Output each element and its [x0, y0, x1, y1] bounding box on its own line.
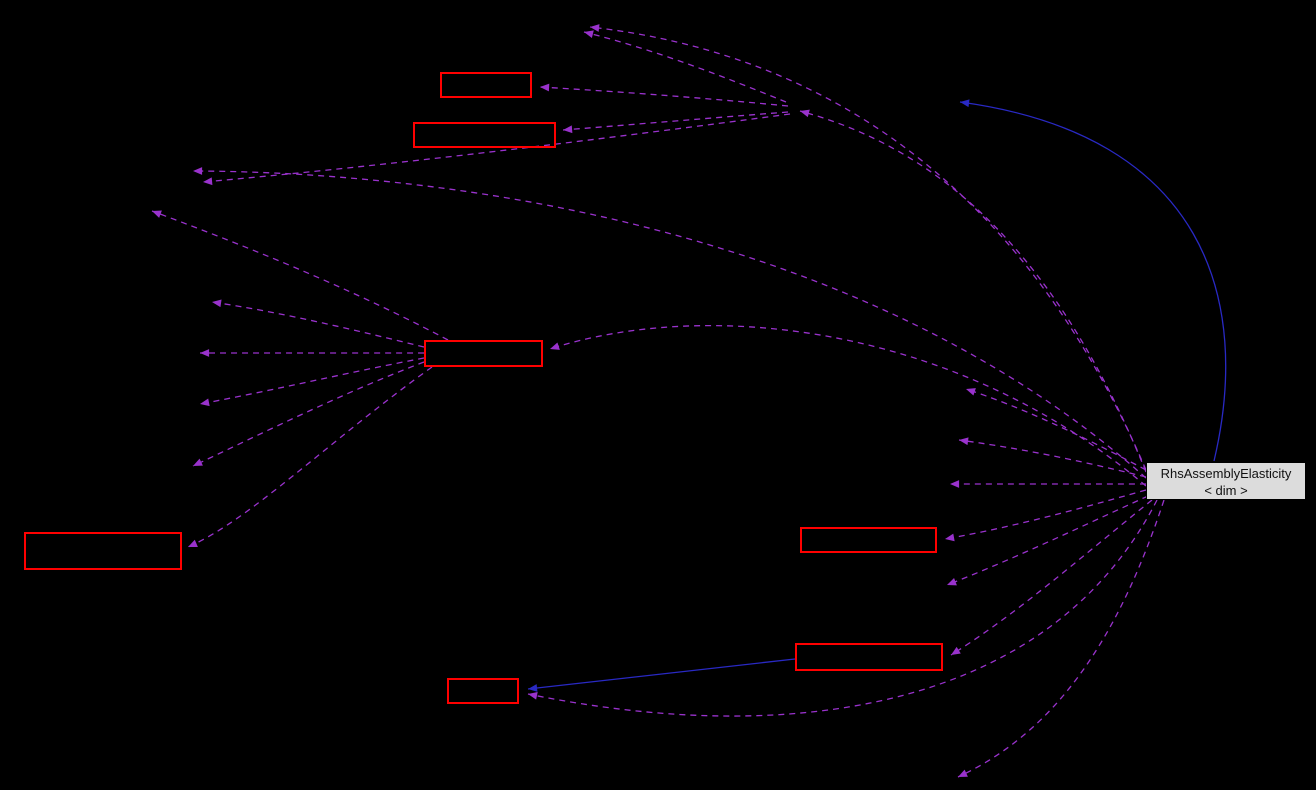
- usage-edge-node3-left4: [192, 361, 425, 467]
- usage-edge-node3-to-node4: [187, 366, 433, 548]
- class-node-5[interactable]: [800, 527, 937, 553]
- class-node-7[interactable]: [447, 678, 519, 704]
- usage-edge-main-fan1: [965, 388, 1147, 471]
- class-node-1[interactable]: [440, 72, 532, 98]
- usage-edge-node3-left3: [199, 357, 425, 407]
- usage-edge-node3-left1: [211, 299, 425, 348]
- usage-edge-main-bottom: [957, 499, 1165, 778]
- usage-edge-main-to-node5: [944, 489, 1147, 542]
- class-node-4[interactable]: [24, 532, 182, 570]
- usage-edge-main-to-node3: [549, 324, 1147, 487]
- usage-edge-main-to-node6: [950, 499, 1153, 656]
- inheritance-edge-main-to-base: [959, 99, 1227, 462]
- usage-edge-hiddennode-to-top: [583, 30, 787, 103]
- usage-edge-main-to-node7: [527, 499, 1158, 717]
- class-node-6[interactable]: [795, 643, 943, 671]
- usage-edge-main-to-top: [589, 24, 1147, 471]
- inheritance-edge-node6-to-node7: [527, 658, 796, 692]
- usage-edge-main-to-left-b: [192, 167, 1147, 479]
- usage-edge-node3-upleft: [151, 210, 449, 341]
- usage-edge-hiddennode-to-left-a: [202, 113, 791, 186]
- usage-edge-hiddennode-to-node2: [562, 111, 789, 134]
- main-class-name: RhsAssemblyElasticity: [1160, 466, 1292, 481]
- class-node-2[interactable]: [413, 122, 556, 148]
- main-class-node: RhsAssemblyElasticity < dim >: [1146, 462, 1306, 500]
- usage-edge-main-fan4: [946, 495, 1149, 586]
- usage-edge-main-to-hiddennode: [799, 109, 1147, 473]
- class-node-3[interactable]: [424, 340, 543, 367]
- usage-edge-hiddennode-to-node1: [539, 83, 789, 107]
- main-class-template-param: < dim >: [1204, 483, 1248, 498]
- usage-edge-main-fan2: [958, 437, 1147, 478]
